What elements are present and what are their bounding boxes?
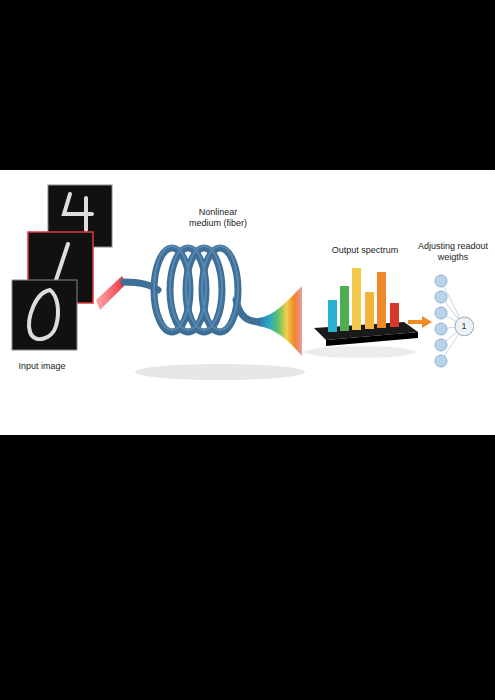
output-neuron: 1 bbox=[454, 316, 475, 337]
neuron-label: 1 bbox=[461, 321, 466, 331]
caption-label: Input image bbox=[7, 361, 77, 372]
input-neuron bbox=[435, 339, 447, 351]
input-neuron bbox=[435, 275, 447, 287]
shadow bbox=[135, 364, 305, 380]
input-neuron bbox=[435, 323, 447, 335]
input-neuron bbox=[435, 355, 447, 367]
input-neuron bbox=[435, 291, 447, 303]
input-neuron bbox=[435, 307, 447, 319]
spectrum-bars bbox=[314, 268, 418, 346]
shadow bbox=[305, 346, 415, 358]
mnist-tile bbox=[12, 280, 77, 350]
orange-arrow bbox=[408, 316, 432, 328]
component-label: Adjusting readout weigths bbox=[417, 241, 489, 263]
component-label: Output spectrum bbox=[320, 245, 410, 256]
component-label: Nonlinear medium (fiber) bbox=[183, 207, 253, 229]
spectrum-fan bbox=[258, 286, 302, 356]
neuron-outline bbox=[455, 317, 474, 336]
